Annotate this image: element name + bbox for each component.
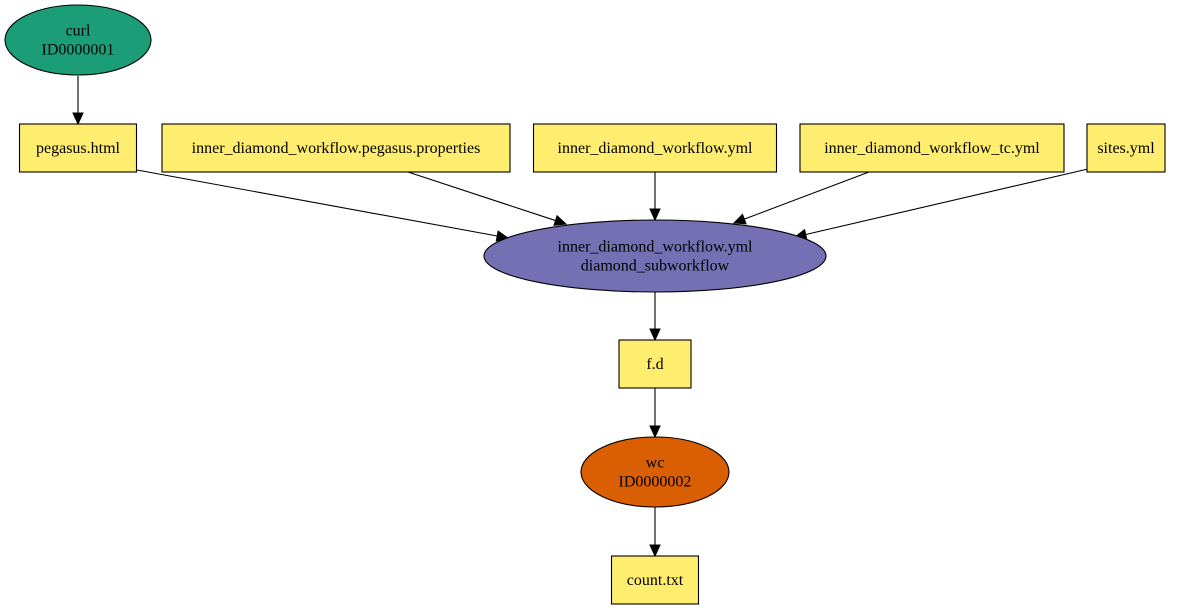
arrow-head [649, 425, 661, 439]
file-node-sites-yml[interactable]: sites.yml [1086, 123, 1166, 173]
node-label: curl [66, 23, 91, 40]
file-node-pegasus-html[interactable]: pegasus.html [18, 123, 138, 173]
node-label: ID0000001 [42, 42, 115, 59]
file-node-inner-yml[interactable]: inner_diamond_workflow.yml [532, 123, 778, 173]
edge-line [805, 168, 1089, 236]
node-label: sites.yml [1097, 140, 1155, 157]
edge-f_d-to-wc [649, 388, 661, 439]
arrow-head [649, 328, 661, 342]
edge-line [744, 171, 870, 220]
edge-line [136, 169, 498, 237]
job-ellipse [483, 219, 827, 293]
node-label: wc [646, 455, 665, 472]
file-box [618, 339, 692, 389]
node-label: count.txt [627, 572, 684, 589]
arrow-head [732, 213, 747, 225]
edge-inner_yml-to-subworkflow [649, 172, 661, 222]
edge-pegasus_html-to-subworkflow [136, 169, 510, 242]
file-node-inner-tc[interactable]: inner_diamond_workflow_tc.yml [799, 123, 1065, 173]
job-ellipse [4, 4, 152, 76]
job-ellipse [580, 436, 730, 508]
file-box [799, 123, 1065, 173]
arrow-head [553, 214, 568, 226]
edge-wc-to-count_txt [649, 507, 661, 558]
node-label: ID0000002 [619, 474, 692, 491]
arrow-head [72, 112, 84, 126]
node-label: inner_diamond_workflow.pegasus.propertie… [192, 140, 481, 157]
node-label: inner_diamond_workflow.yml [558, 239, 753, 256]
file-box [1086, 123, 1166, 173]
edge-sites_yml-to-subworkflow [793, 168, 1089, 241]
file-box [18, 123, 138, 173]
file-box [161, 123, 511, 173]
node-label: f.d [646, 356, 663, 373]
edge-line [407, 171, 556, 222]
arrow-head [649, 208, 661, 222]
node-label: inner_diamond_workflow_tc.yml [824, 140, 1040, 157]
node-label: inner_diamond_workflow.yml [558, 140, 753, 157]
node-label: diamond_subworkflow [581, 258, 730, 275]
edge-inner_tc-to-subworkflow [732, 171, 870, 225]
node-label: pegasus.html [36, 140, 121, 157]
file-box [610, 555, 700, 605]
job-node-subworkflow[interactable]: inner_diamond_workflow.yml diamond_subwor… [483, 219, 827, 293]
arrow-head [649, 544, 661, 558]
edge-subworkflow-to-f_d [649, 292, 661, 342]
file-box [532, 123, 778, 173]
file-node-inner-props[interactable]: inner_diamond_workflow.pegasus.propertie… [161, 123, 511, 173]
file-node-count-txt[interactable]: count.txt [610, 555, 700, 605]
edge-curl-to-pegasus_html [72, 76, 84, 126]
file-node-f-d[interactable]: f.d [618, 339, 692, 389]
edge-inner_props-to-subworkflow [407, 171, 568, 226]
